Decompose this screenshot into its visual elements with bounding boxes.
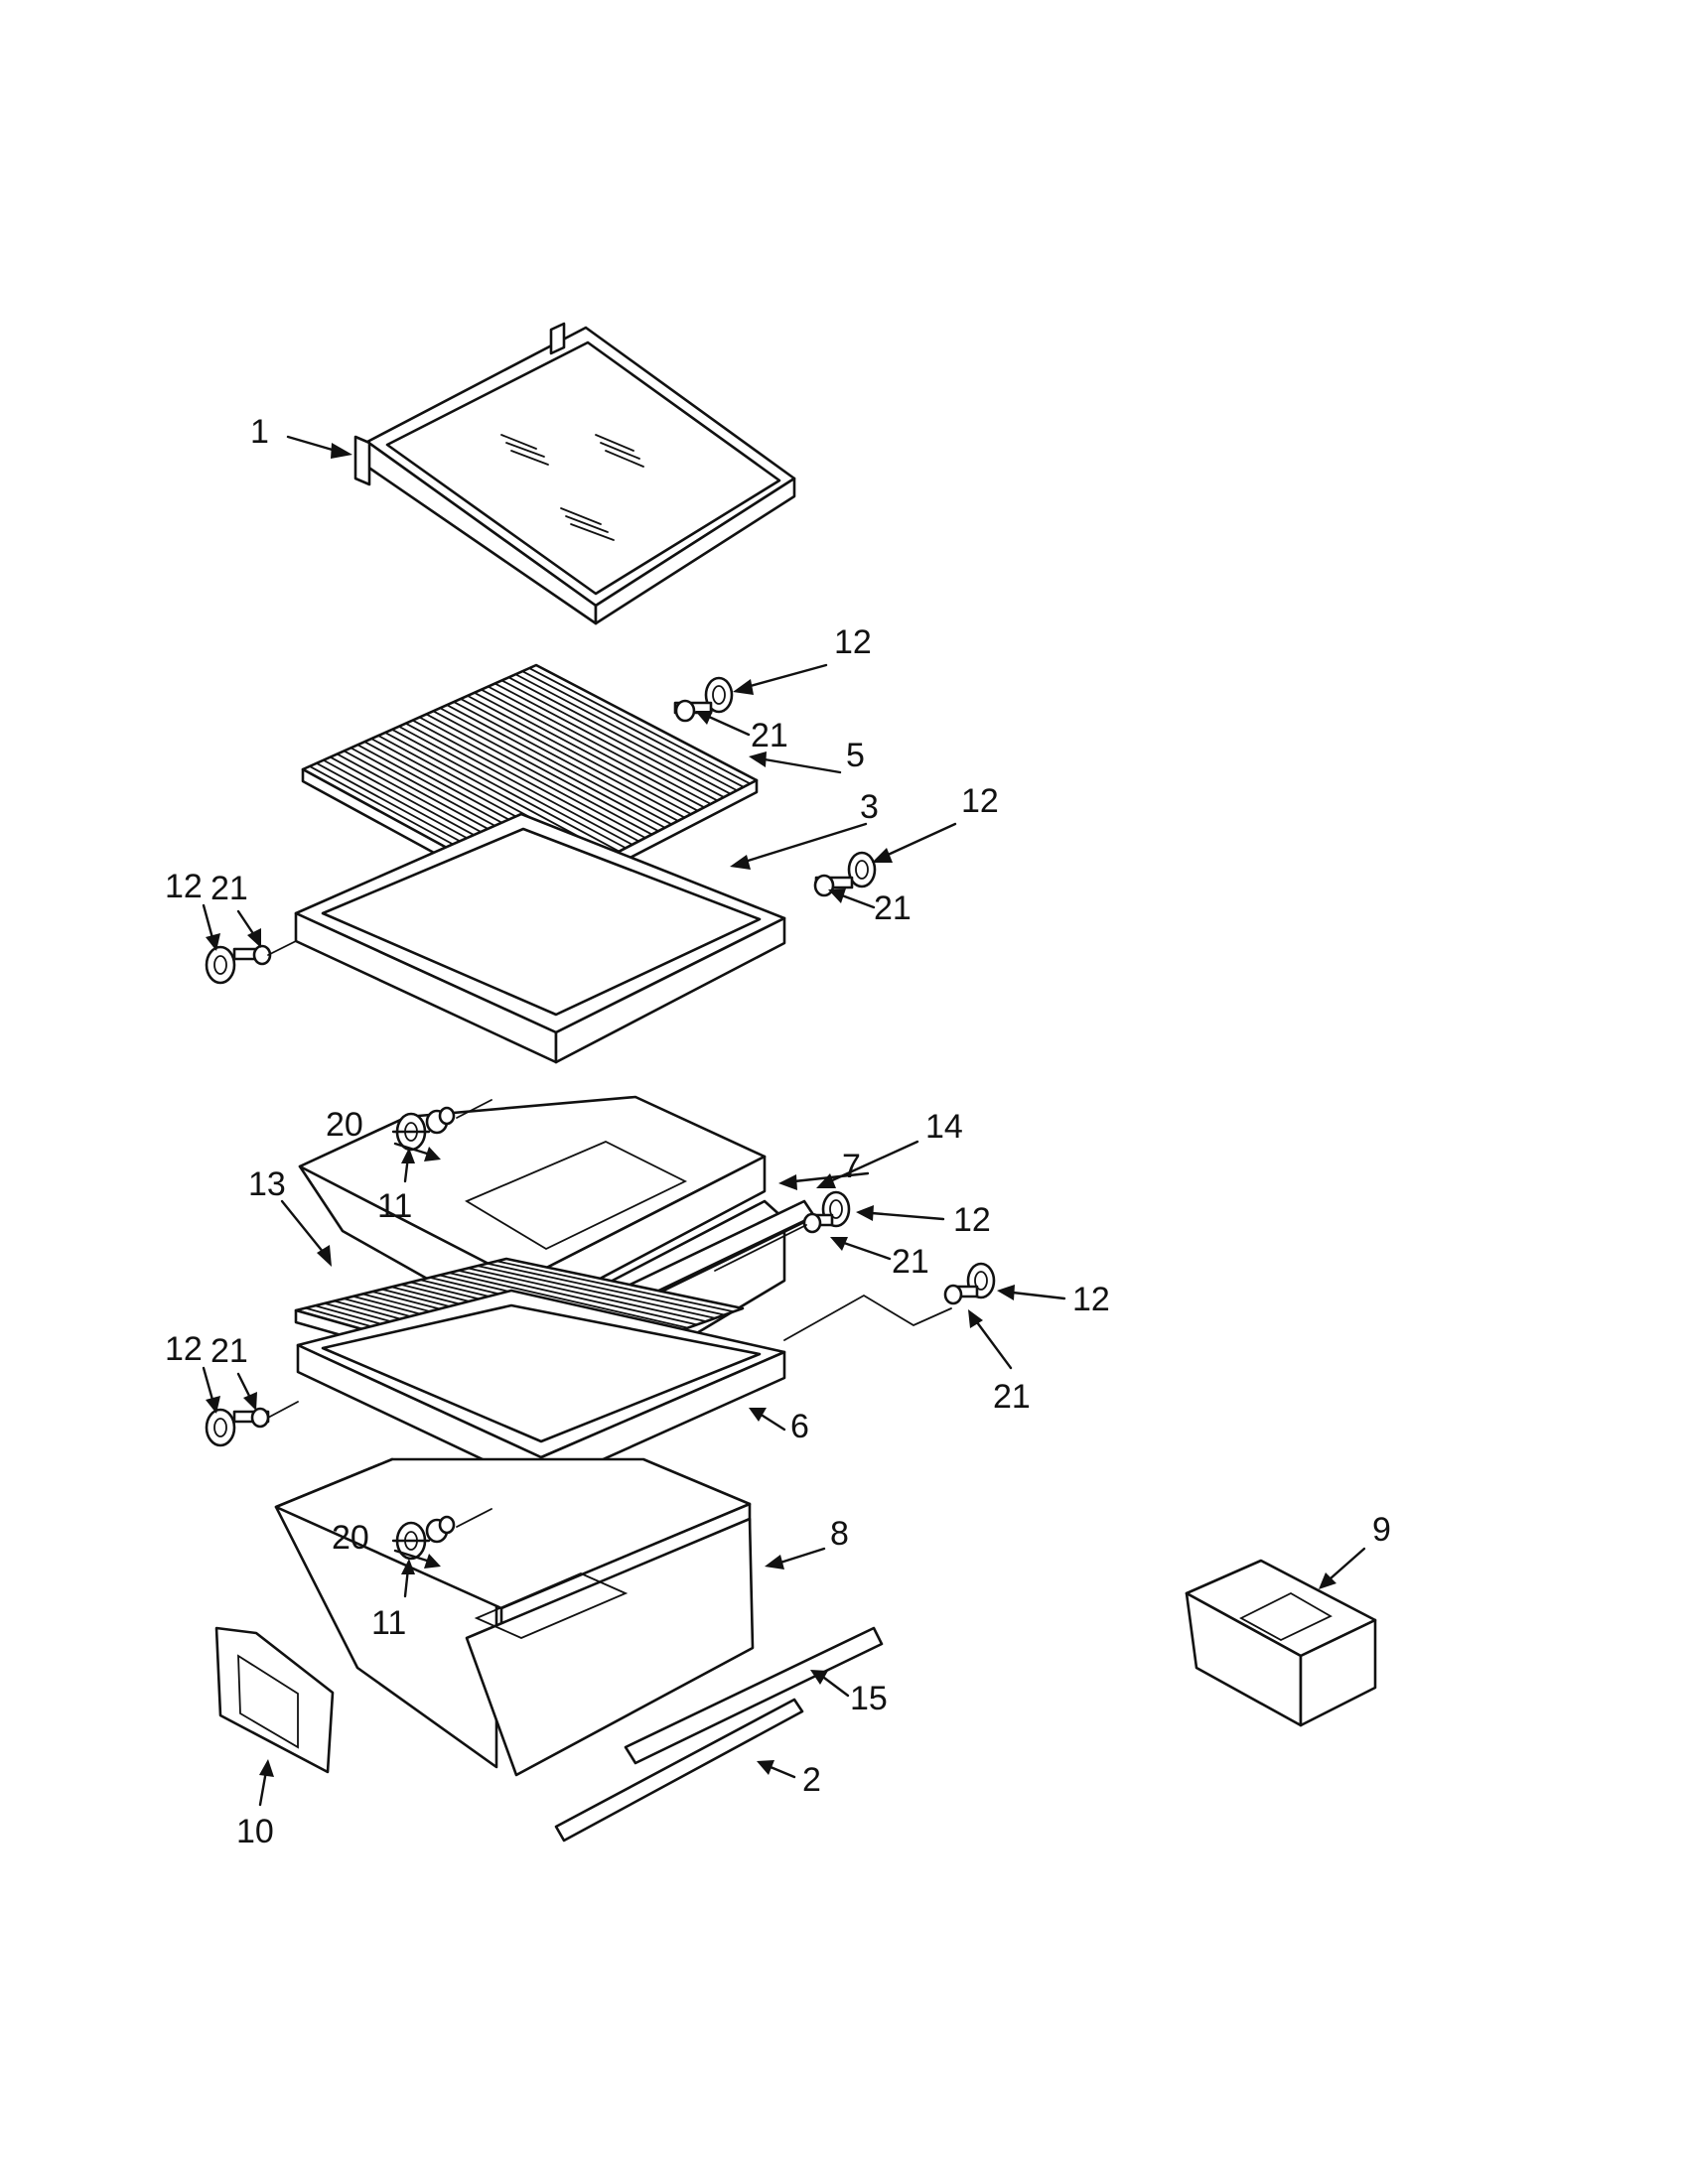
part-3-crisper-cover-frame [294, 812, 786, 1064]
grid-line [521, 670, 745, 788]
grid-line [473, 691, 699, 812]
callout-21-c: 21 [210, 870, 248, 907]
screw-21-b [813, 874, 854, 897]
screw-20-a [425, 1106, 456, 1135]
grid-line [507, 676, 732, 795]
callout-11-a: 11 [377, 1187, 412, 1225]
grid-line [500, 679, 725, 798]
callout-12-e: 12 [1072, 1281, 1110, 1318]
callout-12-c: 12 [165, 868, 203, 905]
part-15-drawer-trim [624, 1626, 884, 1765]
assembly-lines [267, 940, 952, 1528]
grid-line [457, 1269, 698, 1326]
part-1-glass-shelf [353, 322, 796, 625]
grid-line [446, 704, 673, 826]
callout-6: 6 [790, 1408, 809, 1445]
grid-line [495, 1260, 735, 1313]
callout-21-f: 21 [210, 1332, 248, 1370]
grid-line [439, 707, 666, 829]
callout-2: 2 [802, 1761, 821, 1799]
glass-reflection-marks [500, 434, 644, 541]
part-10-label-holder [214, 1626, 335, 1774]
grid-line [467, 1267, 707, 1322]
callout-14: 14 [925, 1108, 963, 1146]
screw-21-a [673, 699, 713, 723]
screw-21-c [232, 944, 272, 966]
screw-21-f [232, 1407, 270, 1429]
callout-1: 1 [250, 413, 269, 451]
grid-line [466, 694, 693, 816]
grid-line [460, 698, 686, 819]
grid-line [528, 667, 752, 785]
grid-line [411, 719, 640, 843]
callout-11-b: 11 [371, 1604, 406, 1642]
screw-20-b [425, 1515, 456, 1544]
grid-line [397, 725, 628, 850]
grid-line [486, 1262, 726, 1316]
part-6-lower-crisper-cover-frame [296, 1289, 786, 1489]
roller-12-a [704, 676, 734, 714]
grid-line [487, 685, 712, 805]
callout-12-b: 12 [961, 782, 999, 820]
callout-21-e: 21 [993, 1378, 1031, 1416]
grid-line [404, 722, 633, 846]
callout-8: 8 [830, 1515, 849, 1553]
callout-21-d: 21 [892, 1243, 929, 1281]
callout-20-a: 20 [326, 1106, 363, 1144]
callout-21-b: 21 [874, 889, 912, 927]
callout-9: 9 [1372, 1511, 1391, 1549]
screw-21-e [943, 1284, 979, 1305]
callout-13: 13 [248, 1165, 286, 1203]
callout-10: 10 [236, 1813, 274, 1850]
grid-line [453, 701, 679, 822]
callout-leaders [202, 435, 1366, 1807]
roller-12-f [205, 1408, 236, 1447]
roller-12-b [847, 851, 877, 888]
grid-line [425, 713, 653, 836]
callout-21-a: 21 [751, 717, 788, 754]
callout-3: 3 [860, 788, 879, 826]
grid-line [448, 1272, 689, 1329]
screw-21-d [802, 1212, 834, 1234]
callout-numbers: 1 12 21 5 3 12 21 12 21 20 11 7 14 13 12… [165, 413, 1391, 1850]
grid-line [432, 710, 660, 833]
roller-12-c [205, 945, 236, 985]
callout-5: 5 [846, 737, 865, 774]
callout-15: 15 [850, 1680, 888, 1717]
callout-12-a: 12 [834, 623, 872, 661]
callout-7: 7 [842, 1148, 861, 1185]
callout-12-f: 12 [165, 1330, 203, 1368]
grid-line [480, 688, 706, 809]
shelf-insert-grid-lines [309, 667, 752, 893]
grid-line [418, 716, 646, 839]
part-2-trim-strip [554, 1698, 804, 1843]
grid-line [493, 682, 719, 802]
grid-line [390, 728, 621, 853]
grid-line [477, 1265, 717, 1319]
callout-20-b: 20 [332, 1519, 369, 1557]
part-9-door-bin [1185, 1559, 1377, 1727]
callout-12-d: 12 [953, 1201, 991, 1239]
grid-line [514, 673, 739, 792]
hardware-rollers-and-screws [205, 676, 996, 1561]
